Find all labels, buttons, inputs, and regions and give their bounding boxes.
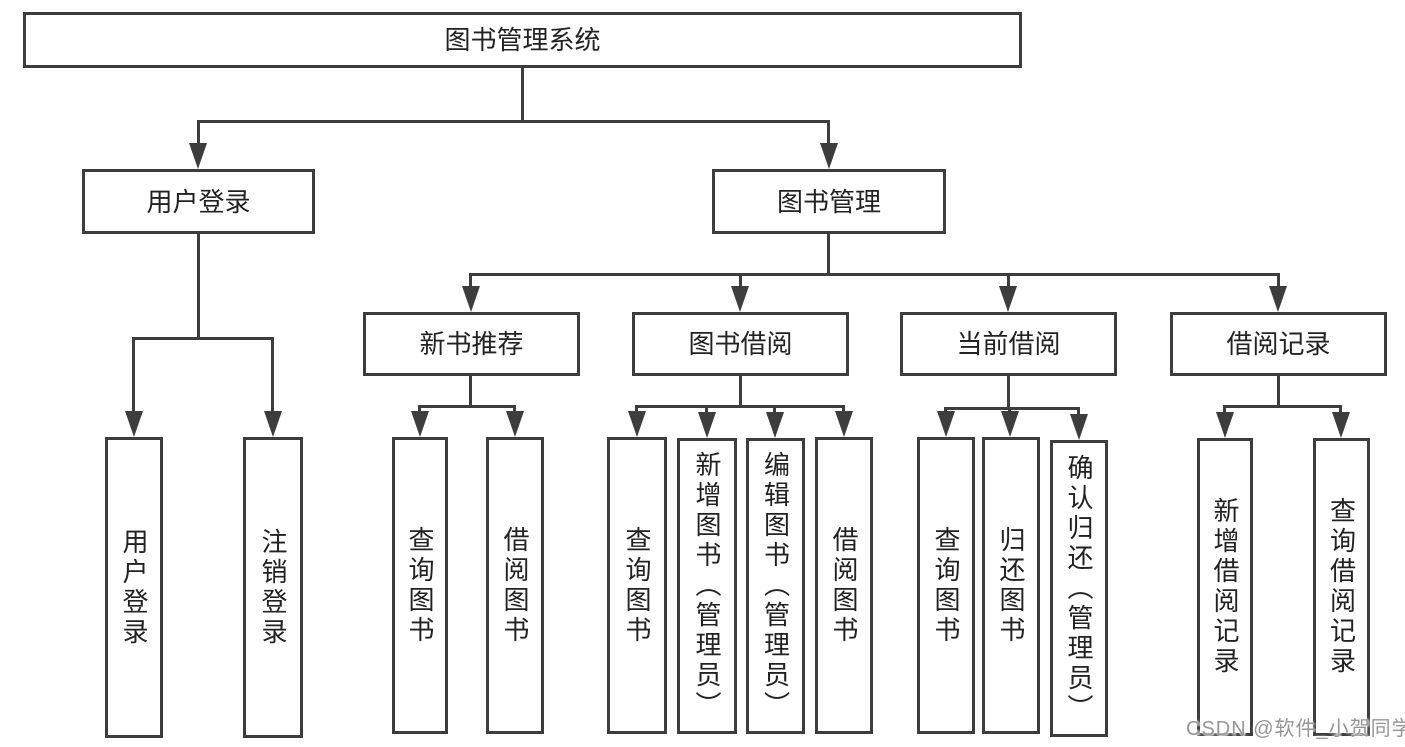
connector-line: [705, 405, 708, 414]
node-library-management-system: 图书管理系统: [23, 12, 1022, 68]
arrow-down-icon: [937, 411, 955, 437]
node-user-login: 用户登录: [82, 169, 315, 234]
connector-line: [635, 405, 638, 414]
node-label: 用户登录: [146, 186, 251, 217]
connector-line: [944, 407, 1080, 410]
connector-line: [1007, 376, 1010, 407]
arrow-down-icon: [1269, 286, 1287, 312]
leaf-label: 新增图书（管理员）: [692, 451, 722, 721]
arrow-down-icon: [1070, 414, 1088, 440]
node-book-borrow: 图书借阅: [632, 312, 849, 376]
leaf-nb-query-book: 查询图书: [392, 437, 448, 734]
connector-line: [1339, 405, 1342, 415]
arrow-down-icon: [411, 411, 429, 437]
connector-line: [1223, 405, 1226, 415]
leaf-user-login: 用户登录: [105, 437, 163, 738]
connector-line: [827, 120, 830, 146]
connector-line: [469, 273, 1280, 276]
connector-line: [197, 120, 830, 123]
leaf-label: 查询图书: [622, 525, 652, 646]
arrow-down-icon: [1332, 412, 1350, 438]
node-book-management: 图书管理: [712, 169, 946, 234]
leaf-label: 新增借阅记录: [1210, 497, 1240, 677]
node-label: 当前借阅: [956, 329, 1061, 359]
leaf-cb-query-book: 查询图书: [917, 437, 975, 734]
node-label: 图书管理系统: [444, 25, 601, 55]
connector-line: [271, 337, 274, 414]
arrow-down-icon: [820, 143, 838, 169]
arrow-down-icon: [462, 286, 480, 312]
node-borrow-record: 借阅记录: [1170, 312, 1387, 376]
arrow-down-icon: [189, 143, 207, 169]
leaf-br-add-record: 新增借阅记录: [1197, 438, 1253, 736]
arrow-down-icon: [999, 286, 1017, 312]
leaf-nb-borrow-book: 借阅图书: [486, 437, 544, 734]
connector-line: [1007, 273, 1010, 289]
connector-line: [1223, 405, 1342, 408]
connector-line: [1077, 407, 1080, 416]
csdn-watermark: CSDN @软件_小贺同学: [1186, 718, 1405, 740]
arrow-down-icon: [731, 286, 749, 312]
arrow-down-icon: [835, 411, 853, 437]
connector-line: [197, 120, 200, 146]
node-new-book-recommend: 新书推荐: [363, 312, 580, 376]
connector-line: [132, 337, 135, 414]
leaf-br-query-record: 查询借阅记录: [1313, 438, 1370, 736]
arrow-down-icon: [766, 412, 784, 438]
leaf-label: 查询图书: [931, 525, 961, 646]
connector-line: [635, 405, 845, 408]
node-label: 新书推荐: [419, 329, 524, 359]
leaf-cb-return-book: 归还图书: [982, 437, 1040, 734]
connector-line: [132, 337, 274, 340]
leaf-label: 编辑图书（管理员）: [760, 451, 791, 721]
connector-line: [521, 68, 524, 120]
leaf-label: 注销登录: [258, 527, 288, 648]
connector-line: [739, 376, 742, 405]
connector-line: [418, 405, 516, 408]
connector-line: [827, 234, 830, 273]
node-label: 借阅记录: [1226, 329, 1331, 359]
node-label: 图书管理: [776, 186, 881, 217]
leaf-bb-query-book: 查询图书: [607, 437, 667, 734]
leaf-label: 确认归还（管理员）: [1064, 453, 1094, 724]
connector-line: [1008, 407, 1011, 414]
connector-line: [513, 405, 516, 414]
arrow-down-icon: [1001, 411, 1019, 437]
connector-line: [418, 405, 421, 414]
leaf-bb-edit-book-admin: 编辑图书（管理员）: [746, 438, 805, 734]
node-label: 图书借阅: [688, 329, 793, 359]
connector-line: [842, 405, 845, 414]
leaf-label: 归还图书: [996, 525, 1026, 646]
leaf-bb-borrow-book: 借阅图书: [815, 437, 873, 734]
leaf-label: 查询图书: [405, 525, 435, 646]
connector-line: [773, 405, 776, 414]
arrow-down-icon: [628, 411, 646, 437]
node-current-borrow: 当前借阅: [900, 312, 1117, 376]
arrow-down-icon: [1216, 412, 1234, 438]
connector-line: [739, 273, 742, 289]
leaf-label: 借阅图书: [829, 525, 859, 646]
arrow-down-icon: [125, 411, 143, 437]
connector-line: [197, 234, 200, 337]
leaf-bb-add-book-admin: 新增图书（管理员）: [677, 438, 737, 734]
arrow-down-icon: [506, 411, 524, 437]
connector-line: [1277, 376, 1280, 405]
leaf-label: 查询借阅记录: [1326, 497, 1357, 677]
leaf-label: 用户登录: [119, 527, 149, 648]
arrow-down-icon: [698, 412, 716, 438]
leaf-cb-confirm-return-admin: 确认归还（管理员）: [1050, 440, 1108, 737]
connector-line: [944, 407, 947, 414]
arrow-down-icon: [264, 411, 282, 437]
connector-line: [1277, 273, 1280, 289]
connector-line: [469, 273, 472, 289]
leaf-label: 借阅图书: [500, 525, 530, 646]
leaf-logout: 注销登录: [243, 437, 303, 738]
connector-line: [469, 376, 472, 405]
